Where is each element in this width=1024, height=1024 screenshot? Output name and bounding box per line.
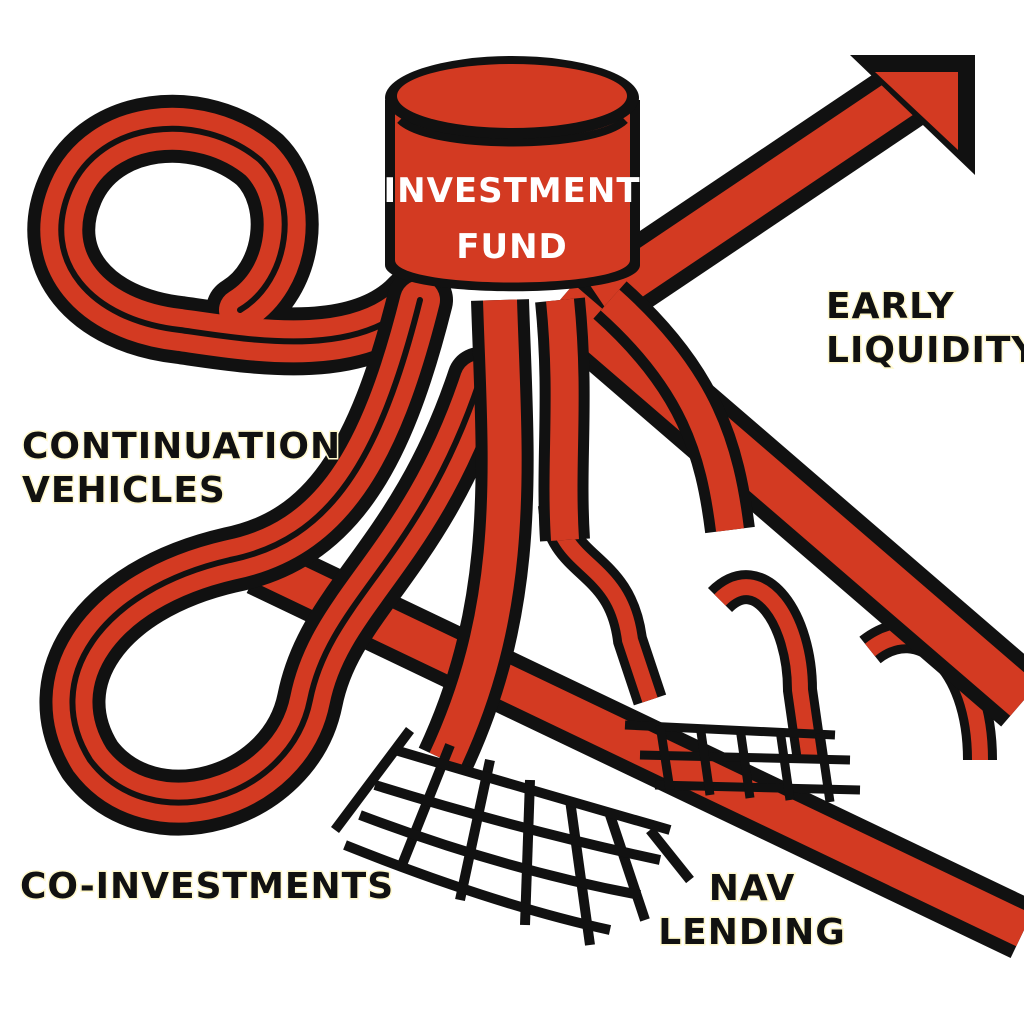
- label-continuation-vehicles: CONTINUATION VEHICLES: [21, 425, 342, 513]
- label-nav-lending: NAV LENDING: [657, 867, 847, 955]
- continuation-loop-upper: [27, 94, 449, 376]
- bridge-grid: [624, 720, 861, 803]
- investment-fund-cylinder: INVESTMENT FUND: [383, 56, 640, 292]
- continuation-vehicles-line1: CONTINUATION: [22, 426, 341, 467]
- continuation-vehicles-line2: VEHICLES: [22, 470, 226, 511]
- early-liquidity-line2: LIQUIDITY: [826, 330, 1024, 371]
- fund-roads: [418, 281, 755, 773]
- fund-title-line2: FUND: [456, 227, 568, 267]
- co-investment-loop: [39, 267, 513, 836]
- fund-title-line1: INVESTMENT: [383, 171, 640, 211]
- nav-lending-line1: NAV: [709, 868, 795, 909]
- label-co-investments: CO-INVESTMENTS: [19, 865, 395, 909]
- early-liquidity-line1: EARLY: [826, 286, 955, 327]
- nav-lending-line2: LENDING: [658, 912, 846, 953]
- label-early-liquidity: EARLY LIQUIDITY: [825, 285, 1024, 373]
- early-liquidity-arrow: [537, 55, 1024, 727]
- co-investment-net: [331, 727, 694, 946]
- co-investments-line1: CO-INVESTMENTS: [20, 866, 394, 907]
